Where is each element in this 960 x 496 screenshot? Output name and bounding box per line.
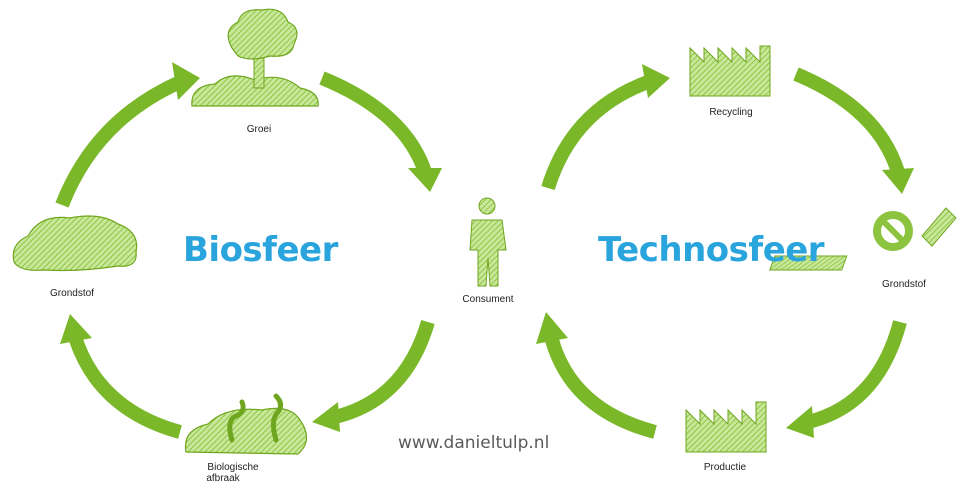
watermark-text: www.danieltulp.nl [398,433,550,453]
factory-icon [689,45,771,97]
label-grondstof-left: Grondstof [50,288,94,299]
biosfeer-title: Biosfeer [183,230,338,270]
biosfeer-arrow-consument-to-afbraak [312,319,435,432]
worms-icon [184,393,308,455]
label-grondstof-right: Grondstof [882,279,926,290]
label-groei: Groei [246,124,272,135]
factory-icon [685,401,767,453]
label-consument: Consument [462,294,514,305]
technosfeer-arrow-grondstof-to-productie [786,320,907,438]
person-icon [469,197,507,287]
technosfeer-arrow-productie-to-consument [536,312,657,439]
soil-patch-icon [12,215,138,272]
label-biologische-afbraak-line2: afbraak [206,473,240,484]
label-recycling: Recycling [709,107,753,118]
label-productie: Productie [703,462,747,473]
biosfeer-arrow-grondstof-to-groei [55,62,200,208]
technosfeer-arrow-recycling-to-grondstof [793,67,914,194]
tree-icon [191,8,319,107]
technosfeer-arrow-consument-to-recycling [541,64,670,191]
raw-material-icon [769,207,957,271]
biosfeer-arrow-afbraak-to-grondstof [60,314,182,439]
label-biologische-afbraak-line1: Biologische [207,462,259,473]
technosfeer-title: Technosfeer [598,230,825,270]
biosfeer-arrow-groei-to-consument [319,71,442,192]
